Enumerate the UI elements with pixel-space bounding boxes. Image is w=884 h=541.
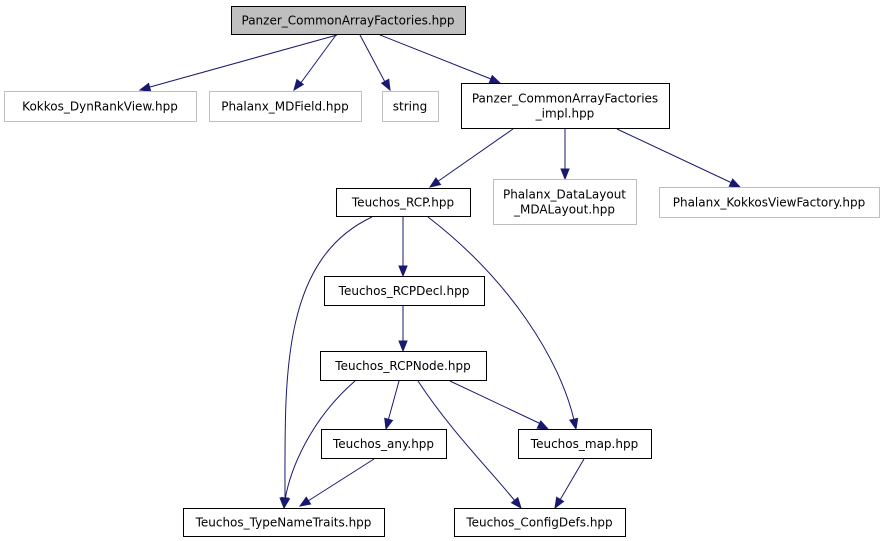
arrowhead	[398, 340, 408, 353]
node-phalanx-mdfield: Phalanx_MDField.hpp	[209, 91, 362, 122]
arrowhead	[138, 82, 152, 92]
node-phalanx-datalayout: Phalanx_DataLayout_MDALayout.hpp	[493, 179, 637, 225]
node-box	[518, 429, 652, 459]
node-label: Teuchos_RCPNode.hpp	[334, 359, 470, 373]
node-teuchos-map[interactable]: Teuchos_map.hpp	[518, 429, 652, 459]
arrowhead	[569, 417, 579, 431]
edge-line	[559, 458, 585, 501]
node-label: Teuchos_TypeNameTraits.hpp	[195, 516, 372, 530]
node-teuchos-rcpdecl[interactable]: Teuchos_RCPDecl.hpp	[324, 276, 485, 306]
edge-teuchos_any-to-teuchos_typenametraits	[298, 458, 375, 507]
edge-panzer_caf_impl-to-phalanx_datalayout	[560, 129, 570, 181]
node-box	[321, 429, 447, 459]
node-box	[461, 83, 670, 129]
node-label: _MDALayout.hpp	[513, 203, 615, 217]
nodes-layer: Panzer_CommonArrayFactories.hppKokkos_Dy…	[4, 6, 880, 537]
node-label: Teuchos_RCPDecl.hpp	[338, 284, 470, 298]
edge-line	[359, 34, 387, 85]
arrowhead	[536, 420, 550, 430]
edge-teuchos_rcpnode-to-teuchos_configdefs	[417, 380, 522, 510]
arrowhead	[398, 265, 408, 278]
node-box	[320, 351, 487, 381]
arrowhead	[554, 496, 565, 510]
arrowhead	[380, 78, 391, 92]
node-label: _impl.hpp	[535, 107, 595, 121]
edge-teuchos_rcpnode-to-teuchos_map	[449, 380, 550, 430]
edge-panzer_caf_impl-to-teuchos_rcp	[428, 128, 514, 188]
node-box	[336, 188, 471, 217]
edge-line	[379, 34, 492, 80]
edge-line	[284, 216, 373, 499]
edge-line	[417, 380, 516, 502]
arrowhead	[293, 78, 305, 92]
node-label: Teuchos_any.hpp	[332, 437, 434, 451]
node-box	[382, 91, 439, 122]
edge-line	[427, 216, 575, 421]
node-label: Teuchos_RCP.hpp	[351, 196, 454, 210]
node-kokkos-dynrankview: Kokkos_DynRankView.hpp	[4, 91, 197, 122]
edge-panzer_caf-to-kokkos_dynrankview	[138, 34, 338, 92]
node-box	[659, 187, 880, 218]
arrowhead	[560, 168, 570, 181]
node-box	[454, 508, 626, 537]
node-box	[231, 6, 466, 35]
node-box	[324, 276, 485, 306]
edge-line	[284, 380, 356, 501]
edge-line	[299, 34, 337, 85]
edge-teuchos_rcp-to-teuchos_rcpdecl	[398, 217, 408, 278]
node-label: Phalanx_MDField.hpp	[221, 100, 349, 114]
edge-line	[616, 128, 733, 184]
edges-layer	[138, 34, 742, 510]
node-phalanx-kokkosviewfactory: Phalanx_KokkosViewFactory.hpp	[659, 187, 880, 218]
arrowhead	[488, 74, 502, 84]
edge-teuchos_rcpdecl-to-teuchos_rcpnode	[398, 306, 408, 353]
arrowhead	[298, 496, 312, 507]
edge-panzer_caf-to-panzer_caf_impl	[379, 34, 502, 84]
arrowhead	[428, 177, 442, 188]
node-panzer-caf-impl[interactable]: Panzer_CommonArrayFactories_impl.hpp	[461, 83, 670, 129]
node-box	[493, 179, 637, 225]
node-box	[183, 508, 385, 537]
node-label: string	[393, 100, 427, 114]
edge-teuchos_rcpnode-to-teuchos_any	[384, 380, 400, 431]
edge-line	[436, 128, 514, 183]
edge-teuchos_map-to-teuchos_configdefs	[554, 458, 585, 510]
node-teuchos-configdefs[interactable]: Teuchos_ConfigDefs.hpp	[454, 508, 626, 537]
edge-line	[387, 380, 400, 422]
node-box	[4, 91, 197, 122]
edge-panzer_caf-to-string	[359, 34, 391, 92]
node-label: Panzer_CommonArrayFactories	[472, 92, 658, 106]
node-label: Kokkos_DynRankView.hpp	[22, 100, 178, 114]
node-teuchos-any[interactable]: Teuchos_any.hpp	[321, 429, 447, 459]
edge-line	[449, 380, 542, 425]
edge-teuchos_rcpnode-to-teuchos_typenametraits	[280, 380, 356, 510]
edge-line	[149, 34, 338, 88]
node-label: Teuchos_map.hpp	[530, 437, 638, 451]
node-panzer-caf[interactable]: Panzer_CommonArrayFactories.hpp	[231, 6, 466, 35]
arrowhead	[384, 417, 394, 431]
node-teuchos-rcpnode[interactable]: Teuchos_RCPNode.hpp	[320, 351, 487, 381]
node-teuchos-rcp[interactable]: Teuchos_RCP.hpp	[336, 188, 471, 217]
arrowhead	[280, 496, 291, 510]
edge-panzer_caf-to-phalanx_mdfield	[293, 34, 337, 92]
node-label: Phalanx_DataLayout	[503, 188, 626, 202]
node-teuchos-typenametraits[interactable]: Teuchos_TypeNameTraits.hpp	[183, 508, 385, 537]
node-label: Panzer_CommonArrayFactories.hpp	[242, 14, 455, 28]
edge-panzer_caf_impl-to-phalanx_kokkosviewfactory	[616, 128, 742, 188]
edge-teuchos_rcp-to-teuchos_map	[427, 216, 579, 431]
node-string: string	[382, 91, 439, 122]
node-label: Phalanx_KokkosViewFactory.hpp	[673, 196, 866, 210]
arrowhead	[510, 496, 522, 510]
node-box	[209, 91, 362, 122]
arrowhead	[728, 178, 742, 188]
edge-line	[307, 458, 375, 502]
node-label: Teuchos_ConfigDefs.hpp	[465, 516, 612, 530]
